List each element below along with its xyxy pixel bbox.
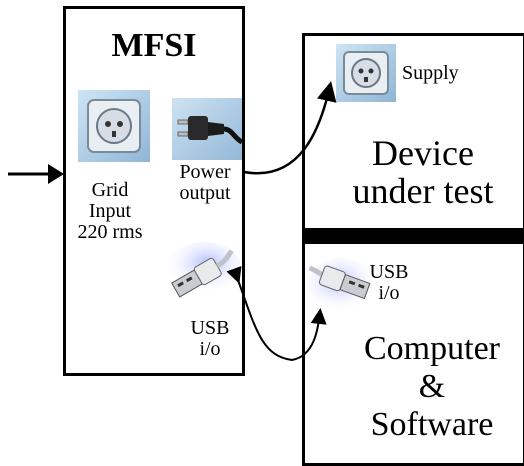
usb-connector-icon	[160, 240, 242, 306]
supply-label: Supply	[402, 62, 459, 84]
mfsi-title: MFSI	[111, 27, 197, 64]
supply-socket-icon	[336, 44, 396, 102]
power-plug-icon	[172, 98, 244, 160]
computer-usb-label: USB i/o	[369, 261, 409, 304]
device-under-test-title: Device under test	[352, 133, 494, 211]
grid-input-label: Grid Input 220 rms	[77, 179, 143, 243]
power-socket-icon	[78, 90, 150, 162]
power-to-supply-arrow	[243, 81, 337, 175]
computer-software-title: Computer & Software	[364, 330, 500, 444]
mfsi-usb-label: USB i/o	[190, 317, 230, 360]
usb-link-arrow	[226, 265, 327, 362]
power-output-label: Power output	[179, 161, 231, 204]
grid-input-arrow	[8, 164, 64, 184]
divider-bar	[302, 228, 524, 246]
mfsi-box	[63, 6, 245, 376]
